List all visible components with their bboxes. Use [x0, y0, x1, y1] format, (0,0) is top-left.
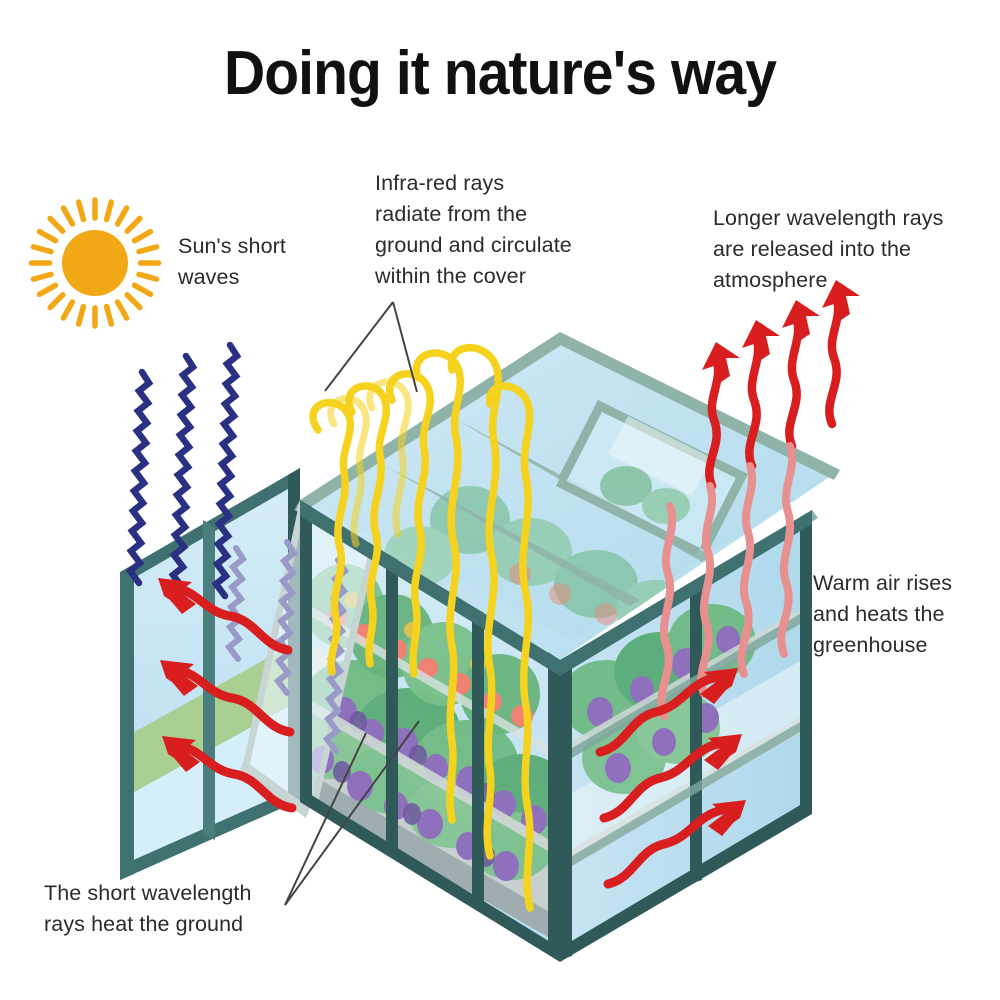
callout-longer-wavelength: Longer wavelength rays are released into…: [713, 206, 944, 292]
frame-mullions-front: [300, 500, 560, 960]
infrared-rays-group: [309, 344, 534, 912]
right-face-arrowheads: [700, 668, 746, 836]
callout-sun-short-waves: Sun's short waves: [178, 234, 286, 289]
frame-mullions-right: [560, 510, 812, 960]
sun-icon: [28, 197, 162, 329]
callout-infrared-rays: Infra-red rays radiate from the ground a…: [375, 171, 572, 288]
leader-lines: [284, 301, 420, 906]
page-title: Doing it nature's way: [223, 39, 777, 108]
warm-air-faded-group: [657, 442, 797, 720]
roof-vent-window: [556, 400, 748, 556]
infrared-rays-faded-group: [327, 378, 412, 548]
callout-warm-air-rises: Warm air rises and heats the greenhouse: [813, 571, 953, 657]
greenhouse-front-interior: [300, 500, 560, 960]
left-end-heat-arrows: [171, 583, 297, 813]
warm-air-arrowheads: [702, 280, 860, 384]
right-face-heat-arrows: [595, 673, 727, 889]
short-wave-rays-group: [125, 341, 349, 754]
left-end-arrowheads: [158, 578, 200, 772]
callout-short-wavelength-ground: The short wavelength rays heat the groun…: [44, 881, 252, 936]
